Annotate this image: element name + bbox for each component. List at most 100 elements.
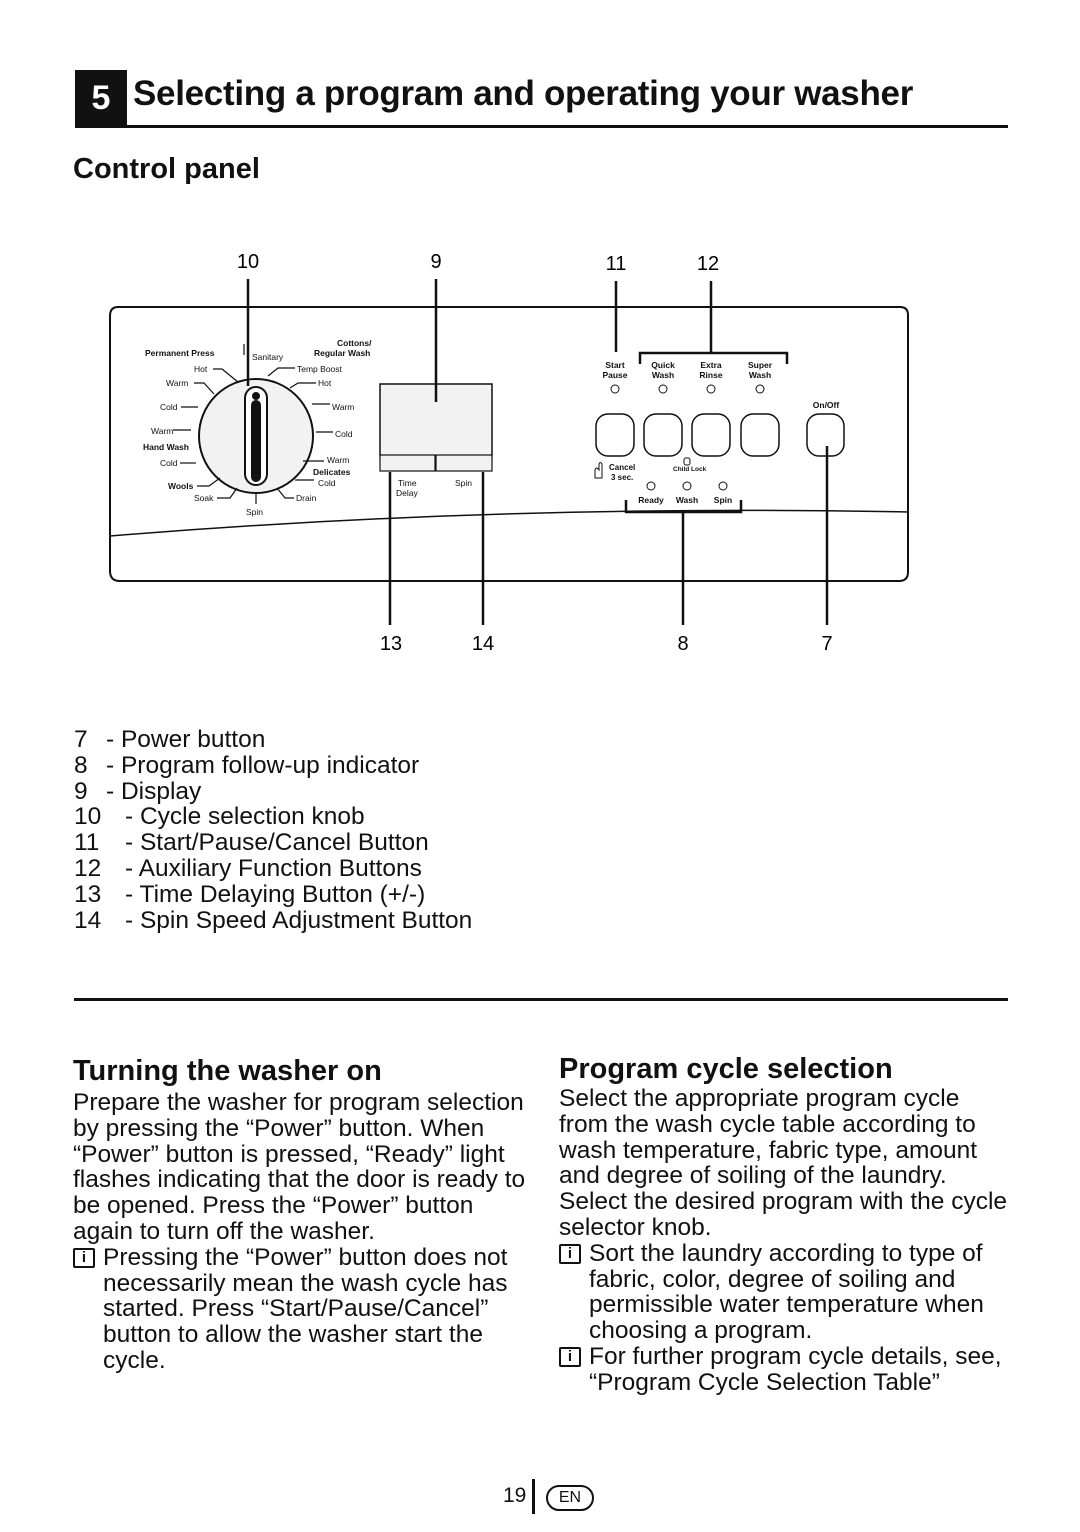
legend-item: 13- Time Delaying Button (+/-): [74, 880, 426, 908]
label-cottons: Cottons/: [337, 338, 372, 348]
note-1-text: Sort the laundry according to type of fa…: [589, 1239, 984, 1345]
footer-divider: [532, 1479, 535, 1514]
label-cold-left1: Cold: [160, 402, 178, 412]
info-icon: i: [559, 1243, 581, 1264]
ready-led: [646, 481, 656, 491]
hand-icon: [594, 462, 603, 479]
panel-bottom-curve: [109, 509, 909, 537]
label-sanitary: Sanitary: [252, 352, 284, 362]
legend-item: 7- Power button: [74, 726, 266, 753]
section-divider: [74, 998, 1008, 1001]
start-pause-button[interactable]: [595, 413, 635, 457]
knob-pointer: [251, 400, 261, 482]
label-quick: Quick: [651, 360, 675, 370]
label-soak: Soak: [194, 493, 214, 503]
label-delicates: Delicates: [313, 467, 351, 477]
label-3sec: 3 sec.: [611, 473, 633, 482]
control-panel-heading: Control panel: [73, 153, 260, 185]
legend-item: 9- Display: [74, 777, 202, 805]
label-warm-left1: Warm: [166, 378, 188, 388]
label-cancel: Cancel: [609, 463, 635, 472]
quick-led: [658, 384, 668, 394]
label-cold-right2: Cold: [318, 478, 336, 488]
callout-12: 12: [697, 253, 719, 275]
extra-led: [706, 384, 716, 394]
callout-9: 9: [430, 251, 441, 273]
label-extra-rinse: Rinse: [699, 370, 722, 380]
label-on-off: On/Off: [813, 400, 840, 410]
quick-wash-button[interactable]: [643, 413, 683, 457]
callout-11: 11: [606, 253, 627, 275]
program-selection-section: Program cycle selection Select the appro…: [559, 1053, 1009, 1396]
note-2-text: For further program cycle details, see, …: [589, 1342, 1002, 1396]
label-delay: Delay: [396, 488, 418, 498]
label-start: Start: [605, 360, 625, 370]
turning-on-heading: Turning the washer on: [73, 1055, 382, 1087]
lock-icon: [683, 457, 691, 466]
spin-button: [435, 454, 493, 472]
start-led: [610, 384, 620, 394]
program-selection-heading: Program cycle selection: [559, 1053, 893, 1085]
label-ready: Ready: [638, 495, 664, 505]
callout-10: 10: [237, 251, 259, 273]
label-hand-wash: Hand Wash: [143, 442, 189, 452]
label-pause: Pause: [602, 370, 627, 380]
label-permanent-press: Permanent Press: [145, 348, 215, 358]
label-regular-wash: Regular Wash: [314, 348, 370, 358]
label-wools: Wools: [168, 481, 194, 491]
callout-7: 7: [821, 633, 832, 655]
aux-bracket: [638, 351, 789, 364]
program-selection-paragraph: Select the appropriate program cycle fro…: [559, 1085, 1008, 1241]
legend-item: 10- Cycle selection knob: [74, 803, 365, 831]
label-hot-right: Hot: [318, 378, 332, 388]
label-temp-boost: Temp Boost: [297, 364, 343, 374]
time-delay-button: [379, 454, 436, 472]
legend-item: 14- Spin Speed Adjustment Button: [74, 906, 473, 934]
label-super: Super: [748, 360, 773, 370]
legend-item: 11- Start/Pause/Cancel Button: [74, 829, 429, 857]
label-warm-left2: Warm: [151, 426, 173, 436]
label-drain: Drain: [296, 493, 317, 503]
turning-on-note-text: Pressing the “Power” button does not nec…: [103, 1243, 508, 1374]
label-wash: Wash: [676, 495, 698, 505]
wash-led: [682, 481, 692, 491]
label-warm-right2: Warm: [327, 455, 349, 465]
callout-14: 14: [472, 633, 494, 655]
label-display-spin: Spin: [455, 478, 472, 488]
info-icon: i: [559, 1346, 581, 1367]
control-panel-diagram: 10 9 11 12 13 14 8 7 Permanent Press San…: [109, 251, 909, 655]
label-quick-wash: Wash: [652, 370, 674, 380]
callout-legend: 7- Power button 8- Program follow-up ind…: [74, 727, 472, 933]
callout-8: 8: [677, 633, 688, 655]
turning-on-paragraph: Prepare the washer for program selection…: [73, 1089, 526, 1245]
power-button[interactable]: [806, 413, 845, 457]
extra-rinse-button[interactable]: [691, 413, 731, 457]
label-warm-right: Warm: [332, 402, 354, 412]
page-title: Selecting a program and operating your w…: [133, 74, 914, 113]
turning-on-section: Turning the washer on Prepare the washer…: [73, 1055, 533, 1374]
knob-marker: [252, 392, 260, 400]
label-ind-spin: Spin: [714, 495, 732, 505]
program-selection-note-2: i For further program cycle details, see…: [559, 1344, 1009, 1396]
language-badge: EN: [546, 1485, 594, 1511]
label-cold-right: Cold: [335, 429, 353, 439]
turning-on-note: i Pressing the “Power” button does not n…: [73, 1243, 533, 1374]
super-wash-button[interactable]: [740, 413, 780, 457]
label-extra: Extra: [700, 360, 722, 370]
info-icon: i: [73, 1247, 95, 1268]
program-selection-note-1: i Sort the laundry according to type of …: [559, 1239, 1009, 1345]
label-spin: Spin: [246, 507, 263, 517]
label-time: Time: [398, 478, 417, 488]
spin-led: [718, 481, 728, 491]
label-cold-left2: Cold: [160, 458, 178, 468]
callout-13: 13: [380, 633, 402, 655]
page-number: 19: [503, 1484, 527, 1507]
legend-item: 12- Auxiliary Function Buttons: [74, 854, 422, 882]
section-number-badge: 5: [75, 70, 127, 126]
legend-item: 8- Program follow-up indicator: [74, 751, 420, 779]
super-led: [755, 384, 765, 394]
label-hot-left: Hot: [194, 364, 208, 374]
title-rule: [75, 125, 1008, 128]
label-child-lock: Child Lock: [673, 466, 707, 473]
label-super-wash: Wash: [749, 370, 771, 380]
